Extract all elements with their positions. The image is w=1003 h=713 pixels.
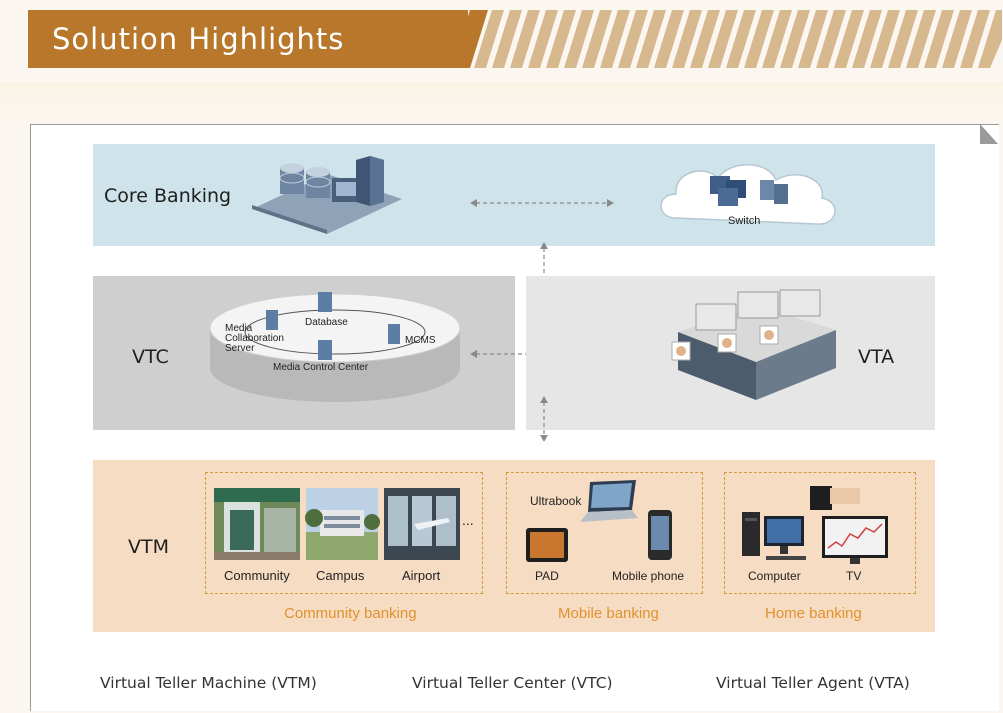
home-banking-title: Home banking: [765, 605, 862, 622]
media-collab-label-3: Server: [225, 343, 255, 354]
vtm-label: VTM: [128, 536, 169, 558]
mobile-banking-group: [506, 472, 703, 594]
mobile-banking-title: Mobile banking: [558, 605, 659, 622]
device-label-pad: PAD: [535, 569, 559, 583]
footer-vta-caption: Virtual Teller Agent (VTA): [716, 674, 910, 692]
agent-cubicles-icon: [671, 289, 836, 400]
computer-icon: [742, 512, 806, 560]
device-label-ultrabook: Ultrabook: [530, 494, 582, 508]
header-stripes: [452, 10, 1002, 68]
community-banking-title: Community banking: [284, 605, 417, 622]
media-collab-label-2: Collaboration: [225, 333, 284, 344]
community-banking-group: [205, 472, 483, 594]
core-banking-label: Core Banking: [104, 185, 232, 207]
header-banner: [28, 10, 468, 68]
media-collab-label-1: Media: [225, 323, 253, 334]
pad-icon: [526, 528, 568, 562]
airport-image: [384, 488, 460, 560]
device-label-computer: Computer: [748, 569, 801, 583]
vtc-platform-icon: [209, 292, 461, 402]
device-label-mobile-phone: Mobile phone: [612, 569, 685, 583]
mobile-phone-icon: [648, 510, 672, 560]
device-label-tv: TV: [846, 569, 862, 583]
device-label-campus: Campus: [316, 568, 365, 583]
mcms-label: MCMS: [405, 335, 436, 346]
footer-vtc-caption: Virtual Teller Center (VTC): [412, 674, 613, 692]
more-locations-ellipsis: ...: [462, 512, 474, 528]
header-glow: [0, 82, 1003, 122]
media-control-label: Media Control Center: [273, 362, 369, 373]
home-banking-group: [724, 472, 916, 594]
ultrabook-icon: [580, 480, 638, 522]
community-branch-image: [214, 488, 300, 560]
vtc-label: VTC: [132, 346, 169, 368]
core-link-arrow: [470, 199, 614, 207]
vta-label: VTA: [858, 346, 895, 368]
switch-label: Switch: [728, 215, 761, 227]
datacenter-icon: [252, 156, 402, 234]
campus-image: [305, 488, 380, 560]
page-title: Solution Highlights: [52, 22, 345, 56]
device-label-airport: Airport: [402, 568, 441, 583]
device-label-community: Community: [224, 568, 290, 583]
page-fold-corner: [980, 124, 998, 144]
footer-vtm-caption: Virtual Teller Machine (VTM): [100, 674, 317, 692]
database-label: Database: [305, 317, 348, 328]
vta-vtm-link-arrow: [540, 396, 548, 442]
tv-with-card-icon: [810, 486, 888, 564]
switch-cloud-icon: [660, 164, 836, 225]
